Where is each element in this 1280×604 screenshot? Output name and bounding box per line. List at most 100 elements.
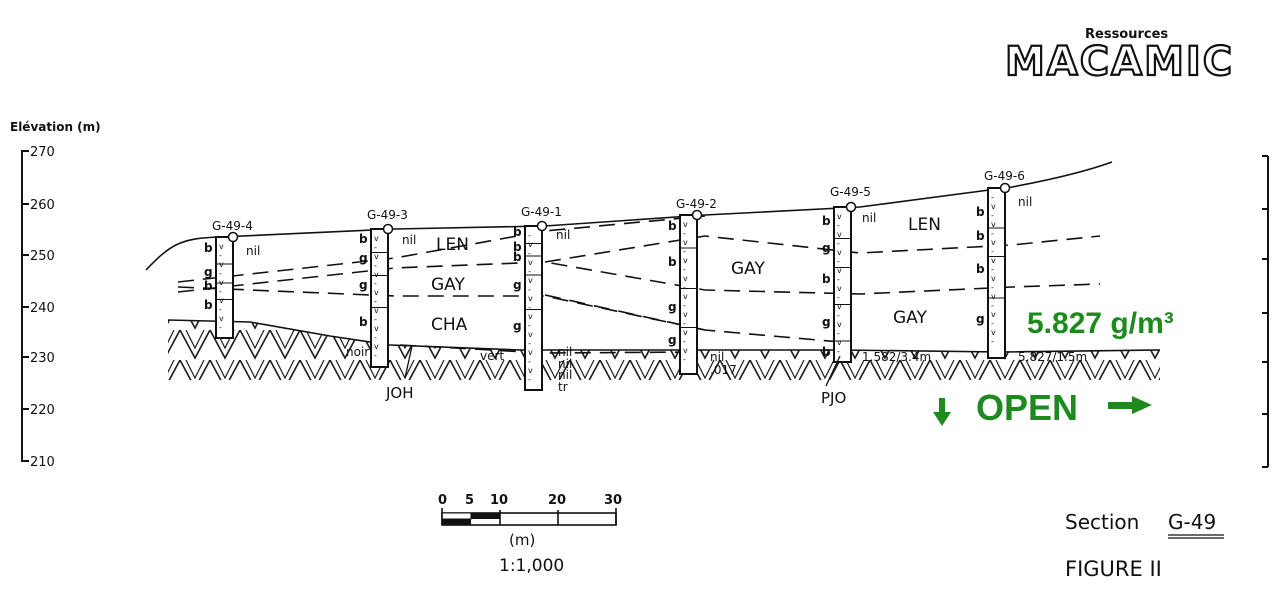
- svg-text:v: v: [374, 306, 379, 315]
- unit-label-gay-3: GAY: [893, 308, 927, 328]
- svg-text:v: v: [683, 238, 688, 247]
- assay-value: .017: [710, 363, 737, 377]
- svg-text:v: v: [528, 258, 533, 267]
- svg-text:v: v: [837, 248, 842, 257]
- log-code: g: [513, 278, 522, 292]
- svg-text:-: -: [683, 301, 686, 310]
- collar-icon: [536, 220, 548, 232]
- grade-highlight: 5.827 g/m³: [1027, 307, 1174, 340]
- svg-text:v: v: [991, 220, 996, 229]
- svg-text:v: v: [374, 234, 379, 243]
- log-code: b: [822, 214, 831, 228]
- drill-column: [833, 206, 852, 363]
- scale-tick-20: 20: [548, 493, 566, 508]
- unit-label-gay: GAY: [431, 275, 465, 295]
- log-code: b: [513, 250, 522, 264]
- hole-id: G-49-1: [521, 205, 562, 219]
- svg-text:v: v: [219, 314, 224, 323]
- svg-text:v: v: [528, 330, 533, 339]
- svg-text:-: -: [683, 265, 686, 274]
- axis-tick-label: 250: [30, 249, 55, 264]
- assay-value: nil: [402, 233, 416, 247]
- svg-text:-: -: [374, 279, 377, 288]
- drill-column: [370, 228, 389, 368]
- svg-text:-: -: [683, 319, 686, 328]
- svg-text:v: v: [683, 292, 688, 301]
- svg-text:v: v: [528, 240, 533, 249]
- log-code: g: [513, 319, 522, 333]
- svg-text:-: -: [374, 243, 377, 252]
- svg-text:-: -: [991, 337, 994, 346]
- axis-title: Elévation (m): [10, 120, 101, 134]
- assay-value: nil: [558, 368, 572, 382]
- svg-text:-: -: [991, 247, 994, 256]
- svg-text:-: -: [837, 347, 840, 356]
- assay-value: nil: [556, 228, 570, 242]
- svg-text:-: -: [991, 193, 994, 202]
- svg-text:v: v: [837, 338, 842, 347]
- unit-label-len-2: LEN: [908, 215, 941, 235]
- log-code: g: [822, 315, 831, 329]
- svg-text:-: -: [991, 229, 994, 238]
- hole-id: G-49-6: [984, 169, 1025, 183]
- hole-id: G-49-5: [830, 185, 871, 199]
- assay-value: nil: [710, 350, 724, 364]
- scale-unit: (m): [509, 531, 535, 549]
- scale-bar: 0 5 10 20 30 (m) 1:1,000: [438, 493, 622, 576]
- svg-text:-: -: [528, 357, 531, 366]
- log-code: b: [668, 255, 677, 269]
- svg-text:v: v: [991, 238, 996, 247]
- svg-text:-: -: [528, 339, 531, 348]
- axis-tick-label: 210: [30, 455, 55, 470]
- log-code: b: [513, 240, 522, 254]
- drill-column: [524, 225, 543, 391]
- svg-text:-: -: [528, 231, 531, 240]
- assay-value: nil: [862, 211, 876, 225]
- svg-text:v: v: [837, 266, 842, 275]
- assay-value: nil: [246, 244, 260, 258]
- svg-text:v: v: [374, 324, 379, 333]
- svg-text:v: v: [528, 276, 533, 285]
- section-prefix: Section: [1065, 510, 1139, 534]
- svg-text:v: v: [374, 270, 379, 279]
- svg-text:-: -: [374, 315, 377, 324]
- log-code: g: [204, 265, 213, 279]
- logo-macamic: MACAMIC: [1005, 39, 1234, 85]
- log-code: b: [668, 219, 677, 233]
- log-code: g: [359, 251, 368, 265]
- zone-label-joh: JOH: [385, 384, 414, 402]
- axis-tick-label: 240: [30, 301, 55, 316]
- svg-text:v: v: [528, 294, 533, 303]
- down-arrow-icon: [933, 398, 951, 426]
- svg-text:v: v: [991, 328, 996, 337]
- hole-id: G-49-3: [367, 208, 408, 222]
- svg-text:v: v: [991, 256, 996, 265]
- log-code: b: [359, 232, 368, 246]
- svg-text:-: -: [837, 221, 840, 230]
- log-code: b: [359, 315, 368, 329]
- hole-id: G-49-2: [676, 197, 717, 211]
- svg-text:-: -: [837, 293, 840, 302]
- svg-text:v: v: [683, 274, 688, 283]
- svg-text:-: -: [991, 283, 994, 292]
- svg-text:v: v: [219, 278, 224, 287]
- collar-icon: [999, 182, 1011, 194]
- log-code: g: [822, 241, 831, 255]
- log-code: b: [976, 229, 985, 243]
- svg-text:v: v: [219, 242, 224, 251]
- svg-text:-: -: [837, 275, 840, 284]
- unit-label-cha: CHA: [431, 315, 468, 335]
- assay-value: vert: [480, 349, 504, 363]
- svg-text:-: -: [991, 211, 994, 220]
- svg-text:-: -: [374, 333, 377, 342]
- svg-text:v: v: [837, 302, 842, 311]
- axis-tick-label: 260: [30, 198, 55, 213]
- svg-text:v: v: [683, 256, 688, 265]
- svg-text:v: v: [991, 310, 996, 319]
- svg-text:-: -: [374, 351, 377, 360]
